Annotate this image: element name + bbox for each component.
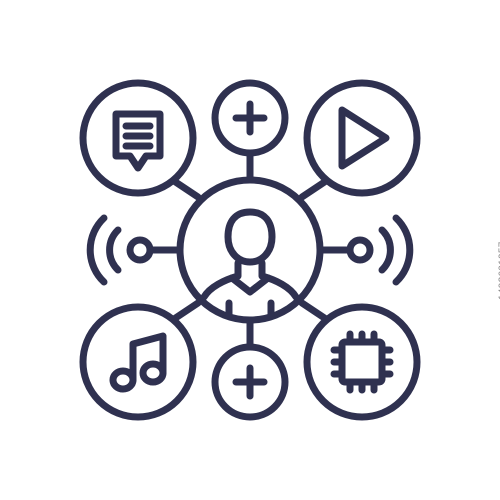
music-note-icon — [79, 303, 197, 421]
user-avatar-icon — [200, 208, 300, 319]
user-hub — [176, 176, 324, 324]
chat-message-icon — [79, 79, 197, 197]
connector-lines — [146, 149, 354, 351]
cpu-chip-icon — [303, 303, 421, 421]
play-icon — [303, 79, 421, 197]
plus-icon-bottom — [211, 343, 289, 421]
signal-waves-right-icon — [346, 214, 414, 286]
signal-waves-left-icon — [86, 214, 154, 286]
plus-icon-top — [211, 79, 289, 157]
